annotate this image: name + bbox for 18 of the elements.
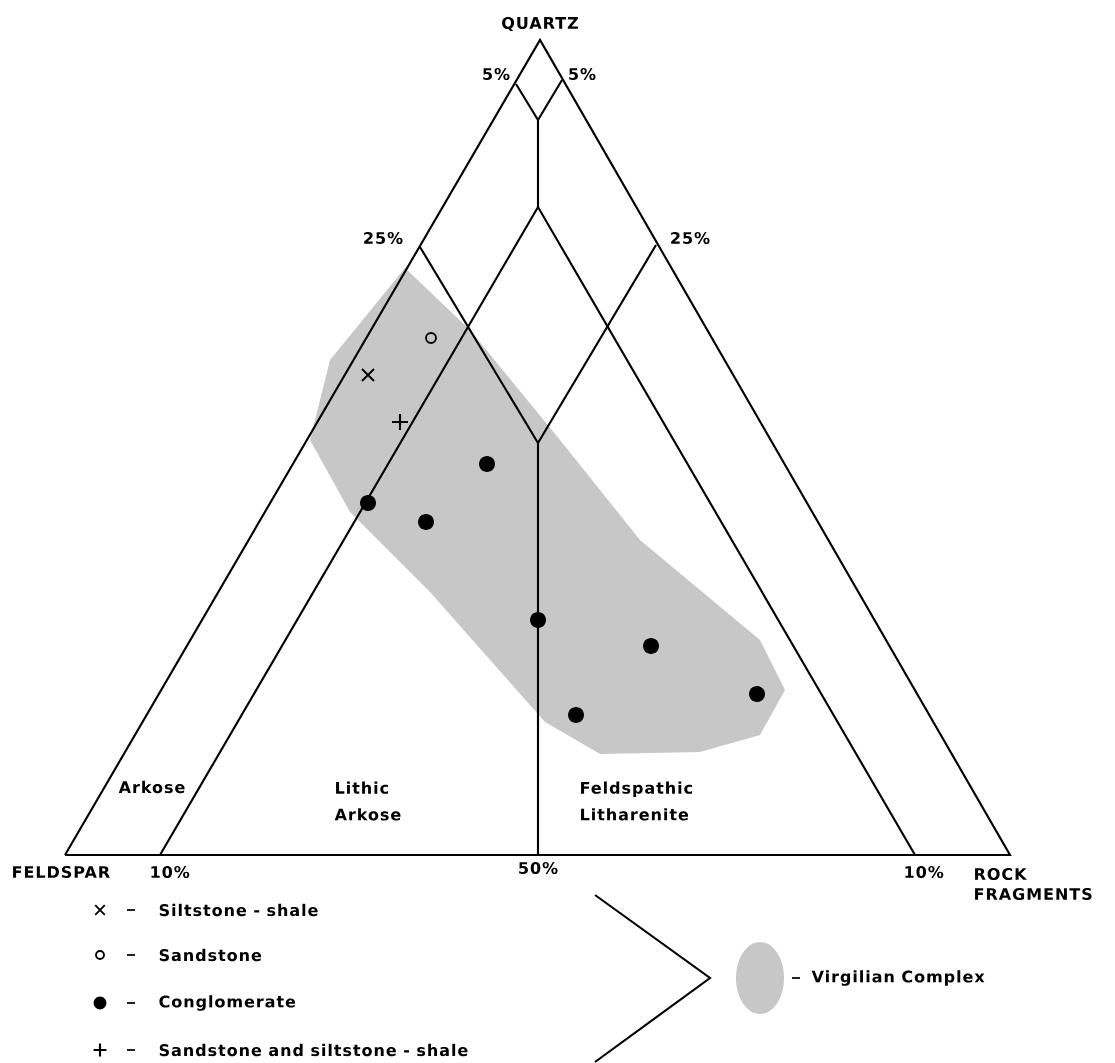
axis-label: Feldspathic Litharenite <box>581 781 692 821</box>
legend-text: Sandstone <box>159 948 262 962</box>
axis-label: QUARTZ <box>502 16 578 32</box>
axis-label: 5% <box>483 67 510 81</box>
legend-text: Conglomerate <box>159 995 296 1011</box>
axis-label: Arkose <box>118 780 185 794</box>
axis-label: 10% <box>151 865 190 879</box>
axis-label: 10% <box>905 865 944 879</box>
axis-label: FELDSPAR <box>13 865 110 879</box>
axis-label: 50% <box>519 861 558 875</box>
axis-label: ROCK FRAGMENTS <box>975 867 1092 901</box>
axis-label: 25% <box>671 231 710 245</box>
axis-label: 5% <box>569 67 596 81</box>
axis-label: 25% <box>364 231 403 245</box>
legend-text: Virgilian Complex <box>811 970 985 986</box>
axis-label: Lithic Arkose <box>334 781 401 821</box>
legend-text: Sandstone and siltstone - shale <box>159 1043 468 1057</box>
legend-text: Siltstone - shale <box>159 903 318 917</box>
